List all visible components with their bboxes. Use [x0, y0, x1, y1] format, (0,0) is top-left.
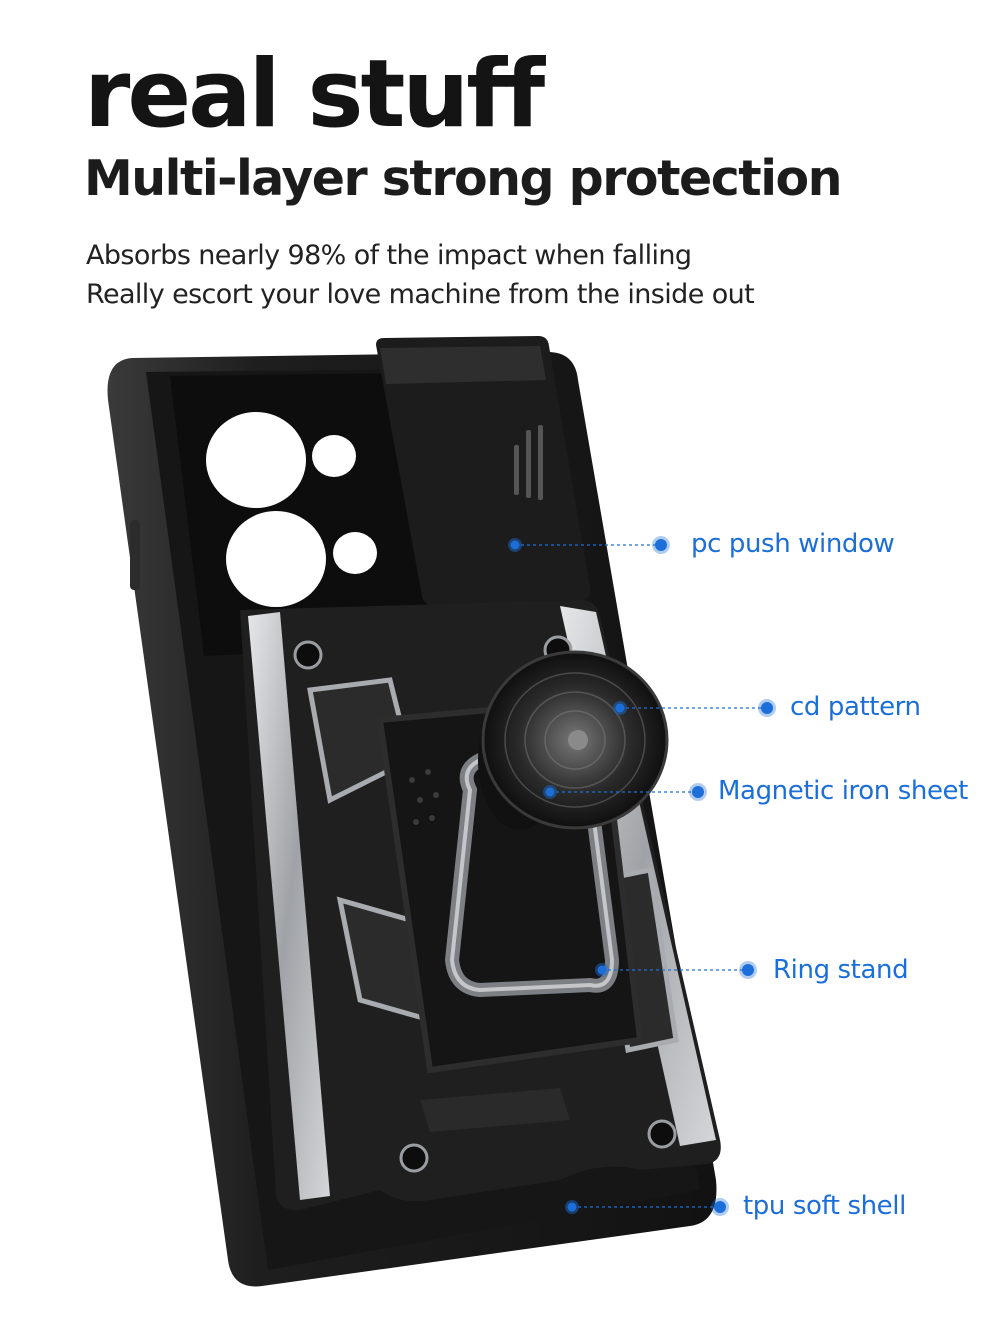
headline: real stuff	[84, 40, 545, 149]
copy-line-1: Absorbs nearly 98% of the impact when fa…	[86, 240, 692, 271]
copy-line-2: Really escort your love machine from the…	[86, 279, 755, 310]
camera-slider	[376, 336, 591, 606]
callout-pc-push-window: pc push window	[691, 529, 895, 559]
subheadline: Multi-layer strong protection	[84, 150, 843, 207]
callout-tpu-soft-shell: tpu soft shell	[743, 1191, 906, 1221]
callout-ring-stand: Ring stand	[773, 955, 909, 985]
cd-pattern-disc	[478, 650, 669, 830]
callout-cd-pattern: cd pattern	[790, 692, 921, 722]
callout-magnetic-iron-sheet: Magnetic iron sheet	[718, 776, 968, 806]
magnet-dots	[409, 769, 439, 825]
armor-plate	[240, 600, 721, 1211]
